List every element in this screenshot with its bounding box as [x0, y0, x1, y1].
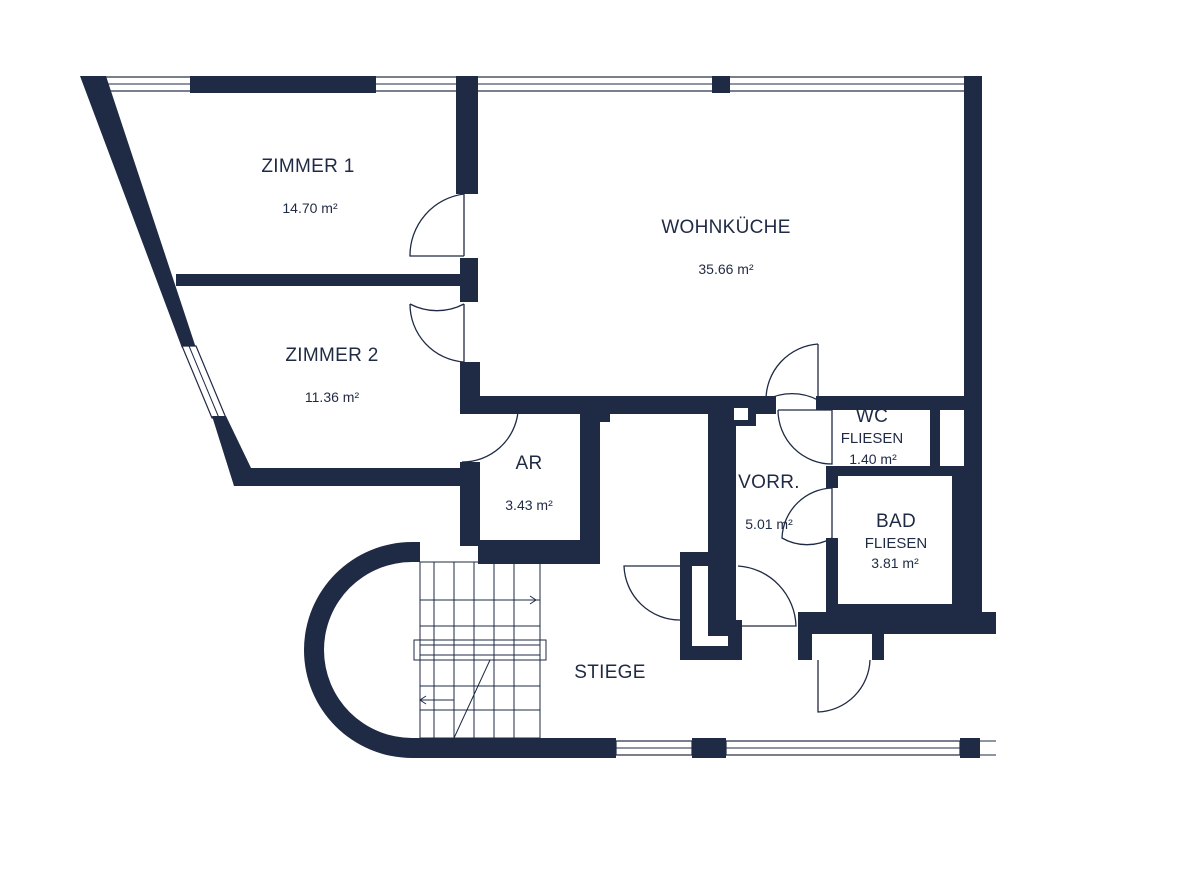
room-floor-wc: FLIESEN [841, 430, 904, 447]
room-area-zimmer1: 14.70 m² [282, 200, 338, 216]
stair [413, 561, 547, 739]
room-floor-bad: FLIESEN [865, 535, 928, 552]
room-name-stiege: STIEGE [574, 662, 645, 683]
room-area-zimmer2: 11.36 m² [305, 389, 360, 405]
room-name-zimmer1: ZIMMER 1 [261, 156, 354, 177]
room-name-ar: AR [516, 453, 543, 474]
room-area-wc: 1.40 m² [849, 451, 897, 467]
room-area-vorr: 5.01 m² [745, 516, 793, 532]
room-name-bad: BAD [876, 511, 916, 532]
bottom-window-band [615, 740, 996, 756]
room-name-wc: WC [856, 406, 888, 427]
room-name-wohnkueche: WOHNKÜCHE [661, 217, 790, 238]
doors [409, 193, 871, 713]
room-name-zimmer2: ZIMMER 2 [285, 345, 378, 366]
walls [80, 76, 996, 758]
room-labels: ZIMMER 1 14.70 m² ZIMMER 2 11.36 m² WOHN… [261, 156, 927, 683]
room-name-vorr: VORR. [738, 472, 800, 493]
room-area-ar: 3.43 m² [505, 497, 553, 513]
room-area-bad: 3.81 m² [871, 555, 919, 571]
room-area-wohnkueche: 35.66 m² [698, 261, 754, 277]
